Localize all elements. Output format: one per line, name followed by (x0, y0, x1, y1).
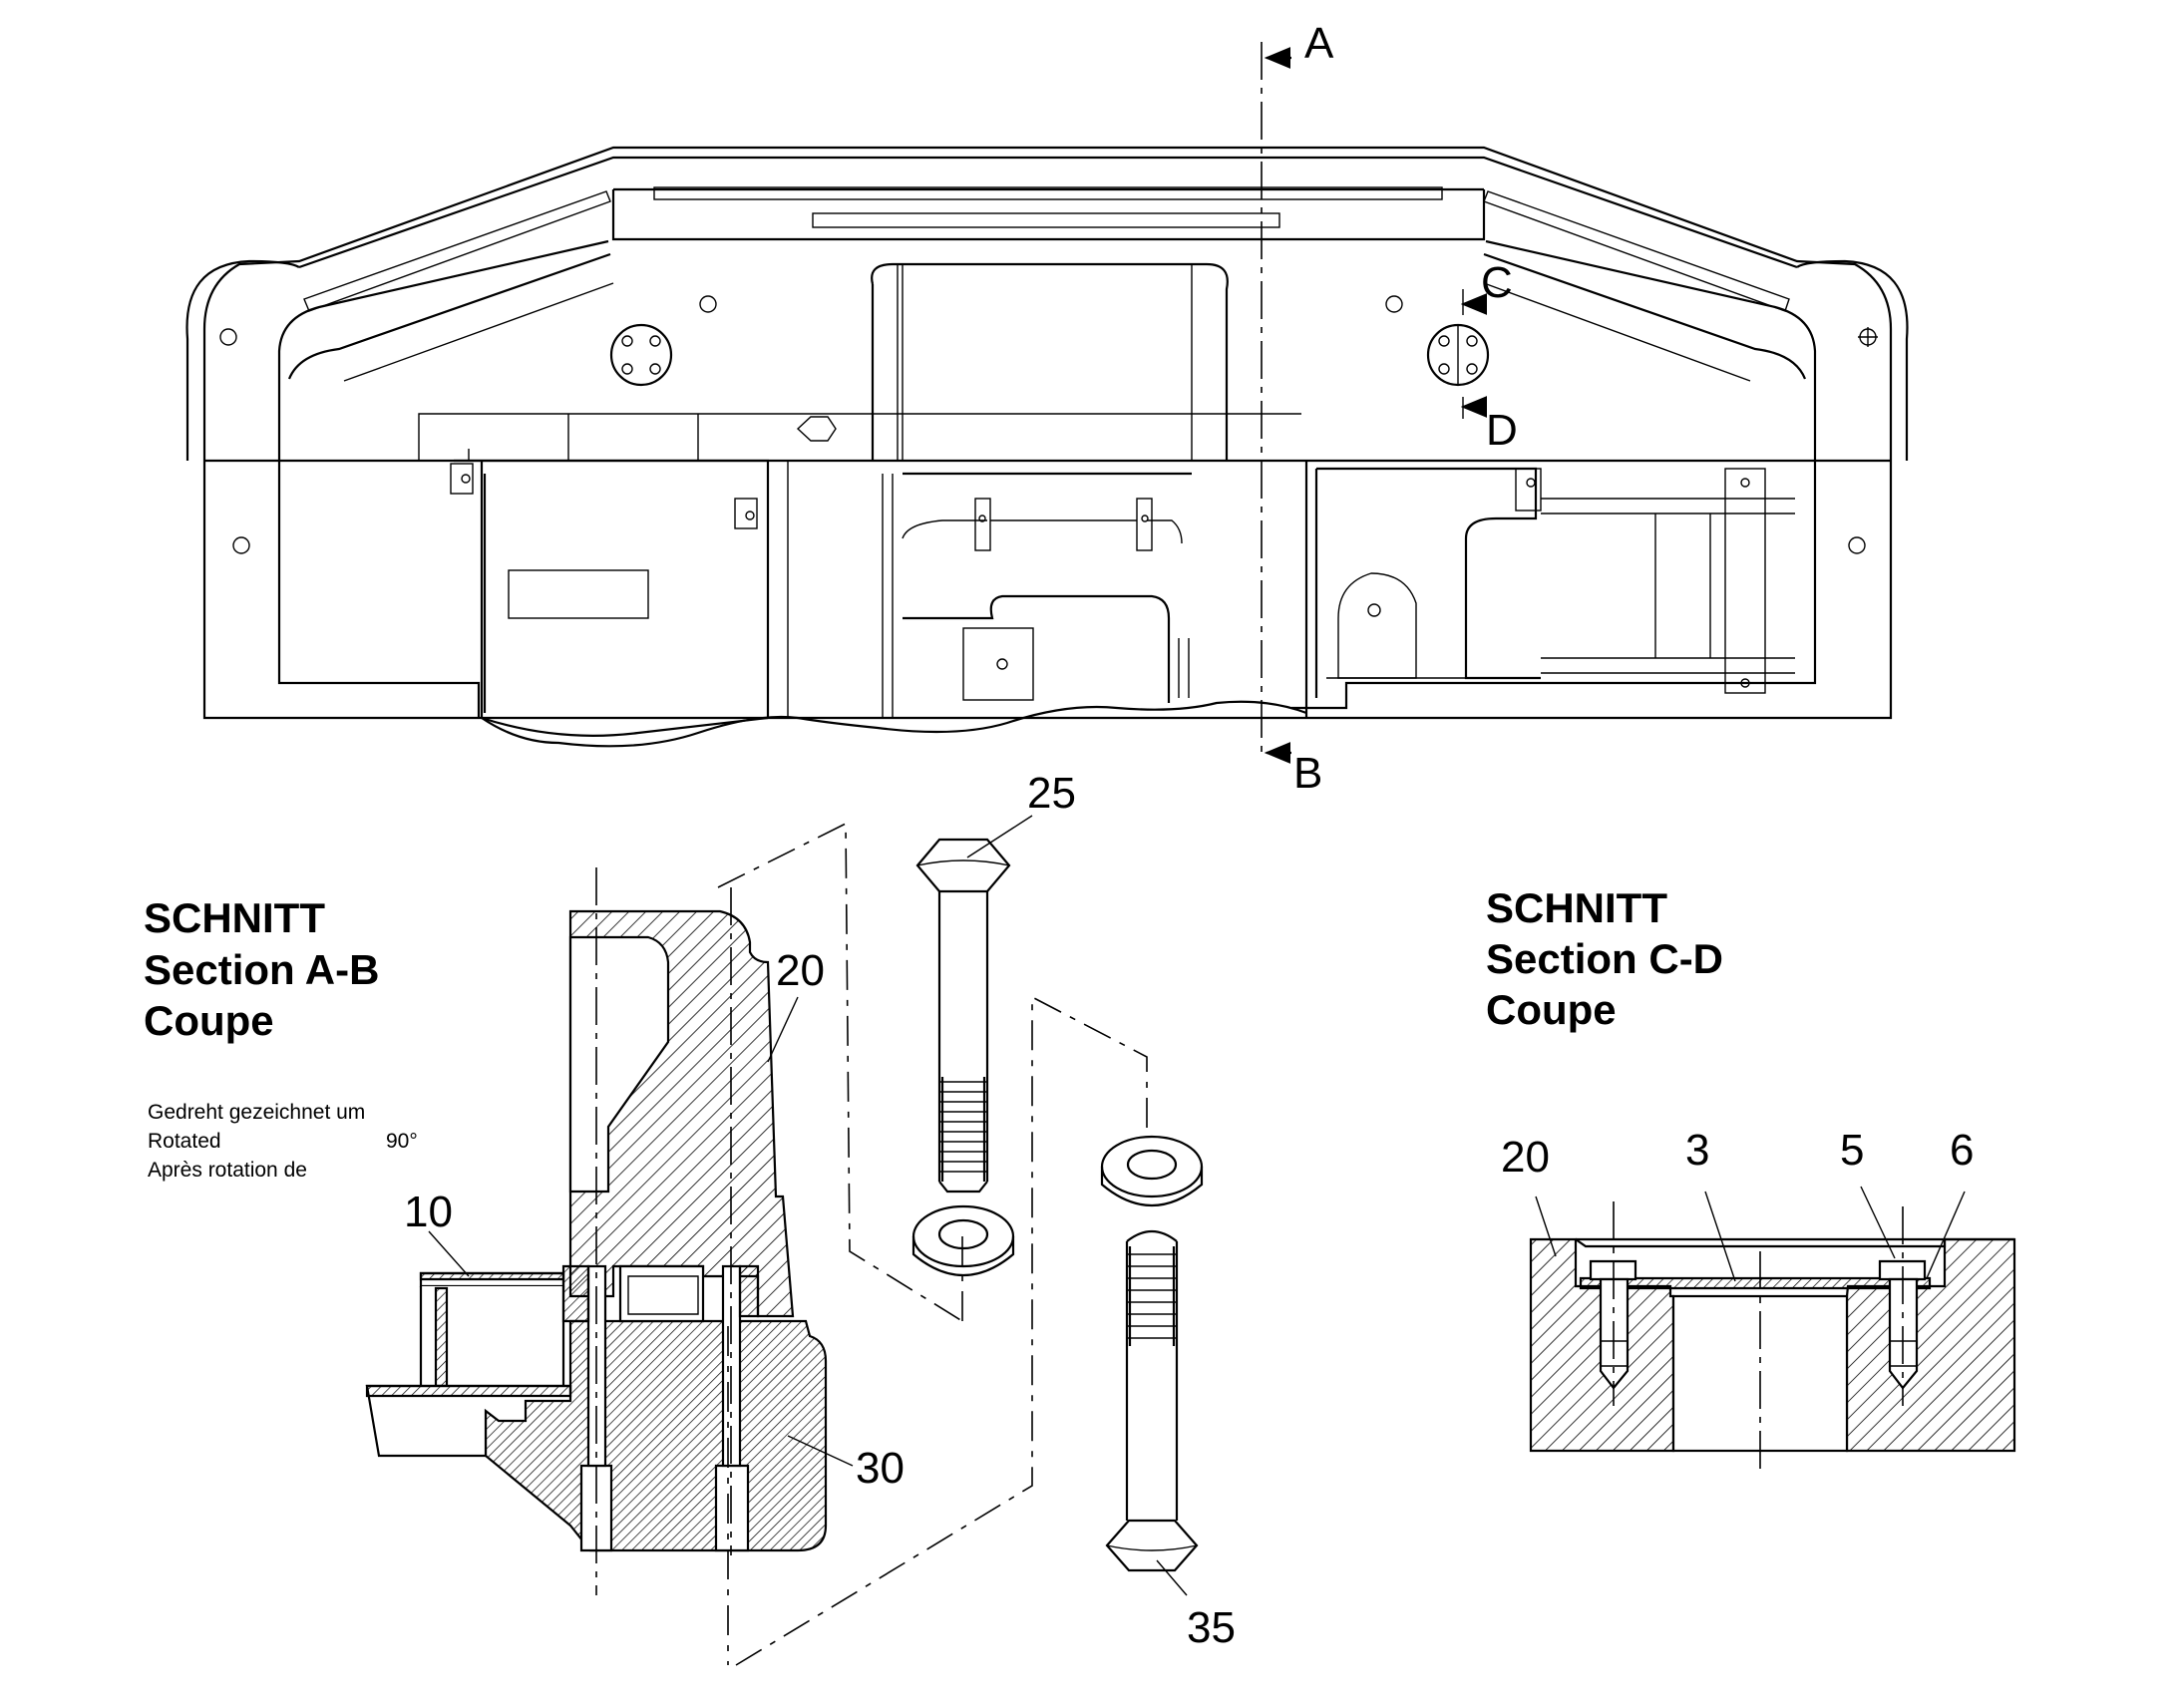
section-ab-title-line3: Coupe (144, 997, 274, 1044)
callout-cd-6: 6 (1950, 1126, 1974, 1175)
section-cd-title-line3: Coupe (1486, 986, 1617, 1033)
section-cd-title-line2: Section C-D (1486, 935, 1723, 982)
callout-25: 25 (1027, 769, 1076, 818)
rotation-note-fr: Après rotation de (148, 1159, 307, 1182)
leader-cd20 (1535, 1196, 1557, 1257)
callout-cd-3: 3 (1685, 1126, 1709, 1175)
mounting-bolt-circle-left (609, 323, 673, 387)
section-mark-c: C (1481, 258, 1513, 307)
callout-35: 35 (1187, 1603, 1236, 1652)
rotation-note-de: Gedreht gezeichnet um (148, 1101, 365, 1124)
leader-30 (787, 1435, 854, 1467)
section-cd-title-line1: SCHNITT (1486, 884, 1667, 931)
section-ab-title-line2: Section A-B (144, 946, 379, 993)
callout-20: 20 (776, 946, 825, 995)
leader-cd3 (1704, 1191, 1736, 1282)
rotation-note: Gedreht gezeichnet um Rotated 90° Après … (148, 1101, 418, 1182)
rotation-note-angle: 90° (386, 1130, 418, 1153)
section-mark-d: D (1486, 406, 1518, 455)
rotation-note-en: Rotated (148, 1130, 221, 1153)
leader-cd6 (1926, 1191, 1966, 1279)
callout-30: 30 (856, 1444, 905, 1493)
washer-35 (1100, 1135, 1204, 1206)
leader-25 (966, 815, 1033, 858)
bolt-35 (1105, 1229, 1199, 1572)
callout-cd-5: 5 (1840, 1126, 1864, 1175)
section-ab-title: SCHNITT Section A-B Coupe (144, 894, 379, 1044)
leader-35 (1156, 1559, 1188, 1596)
section-mark-a: A (1304, 19, 1334, 68)
leader-10 (428, 1230, 470, 1277)
callout-10: 10 (404, 1188, 453, 1236)
leader-cd5 (1860, 1186, 1896, 1259)
bolt-25 (915, 838, 1011, 1194)
front-weight-view (185, 42, 1909, 764)
mounting-bolt-circle-right (1426, 323, 1490, 387)
callout-cd-20: 20 (1501, 1133, 1550, 1182)
washer-25 (911, 1204, 1015, 1276)
section-cd-drawing (1529, 1201, 2016, 1471)
section-ab-title-line1: SCHNITT (144, 894, 325, 941)
section-mark-b: B (1293, 749, 1322, 798)
section-cd-title: SCHNITT Section C-D Coupe (1486, 884, 1723, 1033)
leader-20 (767, 996, 799, 1063)
section-ab-drawing (365, 822, 1148, 1666)
